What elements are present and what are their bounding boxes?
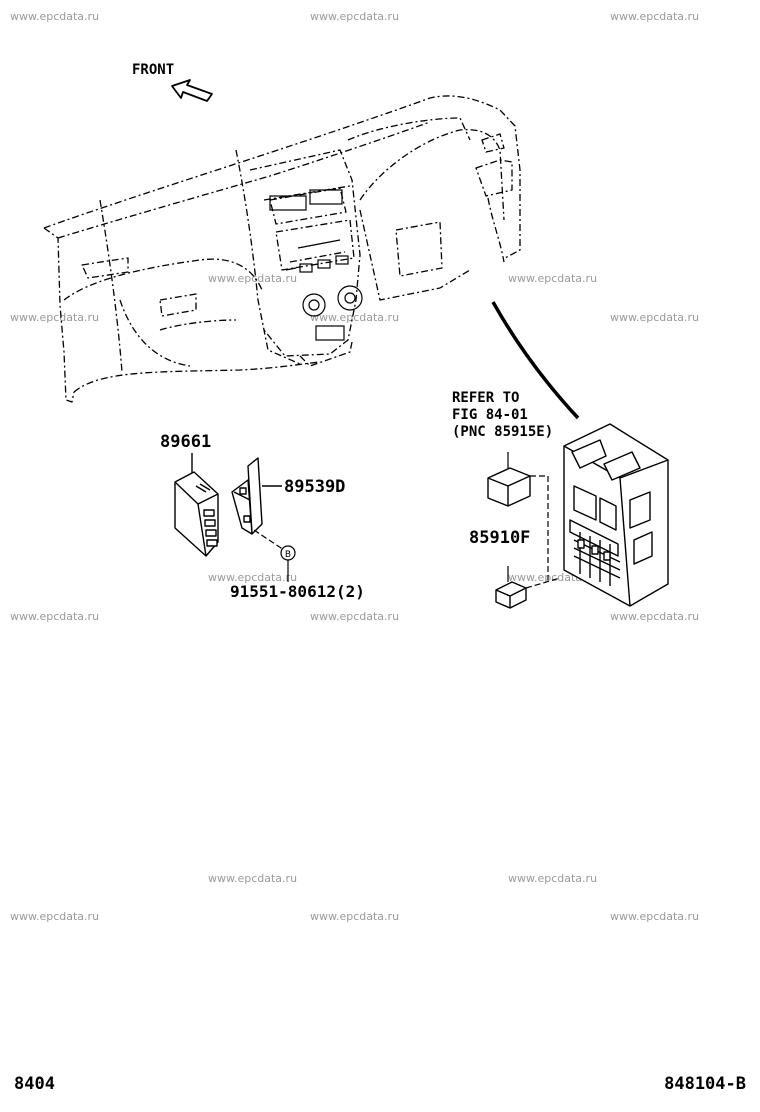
part-number-85910f[interactable]: 85910F bbox=[469, 528, 531, 548]
relay-block-drawing bbox=[563, 423, 669, 607]
watermark: www.epcdata.ru bbox=[208, 872, 298, 885]
refer-note-line2: FIG 84-01 bbox=[452, 407, 528, 423]
relay-85910f-drawing bbox=[495, 581, 527, 609]
figure-code: 848104-B bbox=[664, 1074, 746, 1094]
watermark: www.epcdata.ru bbox=[310, 10, 400, 23]
watermark: www.epcdata.ru bbox=[208, 272, 298, 285]
bracket-89539d-drawing bbox=[231, 457, 263, 535]
ecu-89661-drawing bbox=[174, 471, 219, 557]
watermark: www.epcdata.ru bbox=[10, 10, 100, 23]
bolt-marker-label: B bbox=[285, 550, 291, 560]
relay-85910f-dashed-link bbox=[525, 577, 561, 589]
watermark: www.epcdata.ru bbox=[10, 910, 100, 923]
front-label: FRONT bbox=[132, 62, 175, 78]
refer-note-line1: REFER TO bbox=[452, 390, 520, 406]
refer-note: REFER TO FIG 84-01 (PNC 85915E) bbox=[452, 390, 553, 441]
watermark: www.epcdata.ru bbox=[610, 311, 700, 324]
refer-note-line3: (PNC 85915E) bbox=[452, 424, 554, 440]
front-arrow-icon bbox=[171, 79, 213, 102]
watermark: www.epcdata.ru bbox=[508, 272, 598, 285]
watermark: www.epcdata.ru bbox=[10, 610, 100, 623]
console-controls bbox=[269, 189, 363, 341]
watermark: www.epcdata.ru bbox=[10, 311, 100, 324]
watermark: www.epcdata.ru bbox=[208, 571, 298, 584]
leader-curve bbox=[491, 301, 580, 420]
part-number-89539d[interactable]: 89539D bbox=[284, 477, 346, 497]
watermark: www.epcdata.ru bbox=[610, 610, 700, 623]
watermark: www.epcdata.ru bbox=[310, 610, 400, 623]
watermark: www.epcdata.ru bbox=[610, 10, 700, 23]
part-number-89661[interactable]: 89661 bbox=[160, 432, 212, 452]
relay-85915e-drawing bbox=[487, 467, 531, 507]
watermark: www.epcdata.ru bbox=[610, 910, 700, 923]
page-number: 8404 bbox=[14, 1074, 55, 1094]
watermark: www.epcdata.ru bbox=[508, 872, 598, 885]
part-number-91551-80612[interactable]: 91551-80612(2) bbox=[230, 582, 365, 601]
relay-85915e-dashed-link bbox=[530, 475, 549, 580]
watermark: www.epcdata.ru bbox=[310, 910, 400, 923]
watermark: www.epcdata.ru bbox=[310, 311, 400, 324]
bolt-leader bbox=[253, 529, 285, 551]
instrument-panel-drawing bbox=[43, 95, 521, 403]
